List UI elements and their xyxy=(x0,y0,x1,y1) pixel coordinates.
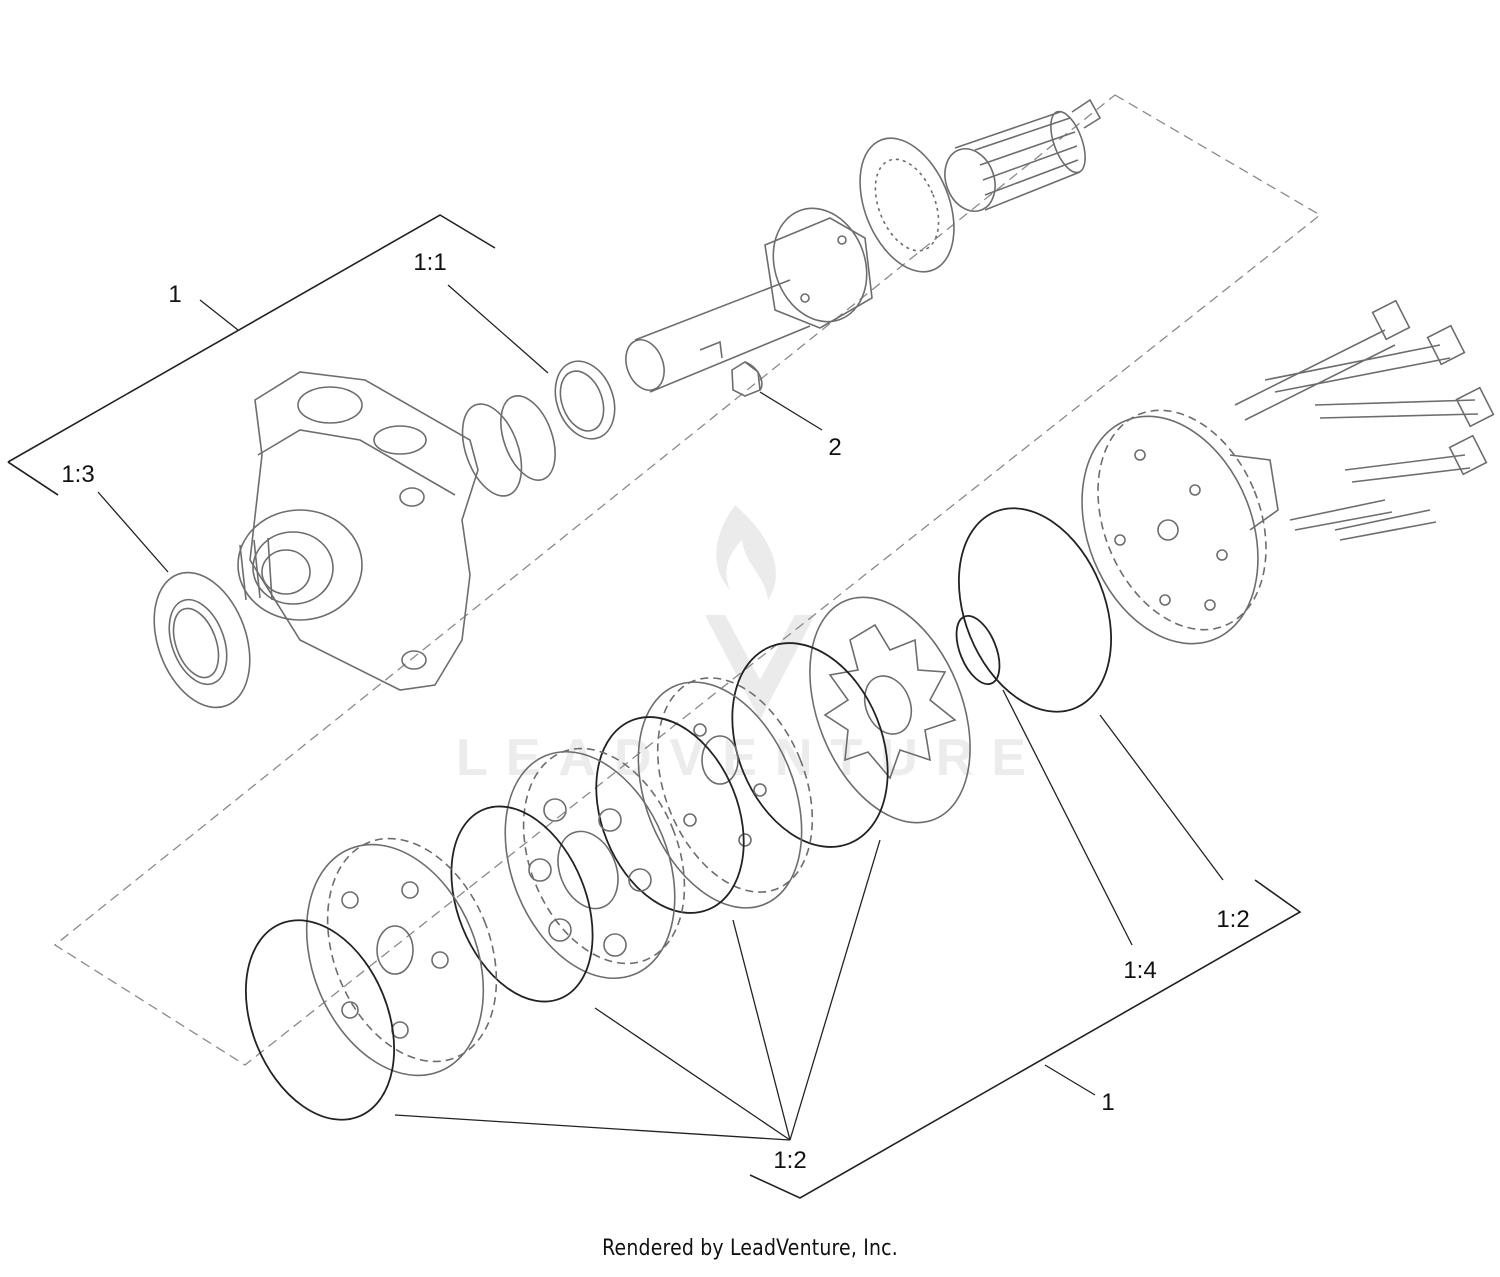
callout-assembly-bottom: 1 xyxy=(1101,1089,1114,1116)
o-ring-large-right xyxy=(958,507,1112,713)
callout-assembly-top: 1 xyxy=(168,281,181,308)
leader-assembly-top xyxy=(199,299,239,331)
watermark-text: LEADVENTURE xyxy=(456,729,1044,787)
render-credit: Rendered by LeadVenture, Inc. xyxy=(602,1236,898,1261)
thin-rings-upper xyxy=(461,395,556,497)
leaders-o-ring-group xyxy=(394,839,881,1141)
subassembly-dashed-boundary xyxy=(53,94,1322,1066)
o-ring-small-1-4 xyxy=(955,615,1001,685)
o-ring-middle-upper xyxy=(731,642,889,848)
callout-o-ring-large-right: 1:2 xyxy=(1216,906,1249,933)
callout-key-2: 2 xyxy=(828,434,841,461)
leader-seal-1-1 xyxy=(447,284,549,374)
watermark: LEADVENTURE xyxy=(456,505,1044,787)
leader-washer-1-3 xyxy=(97,491,169,573)
drive-spline xyxy=(944,98,1102,212)
callout-washer-1-3: 1:3 xyxy=(61,461,94,488)
leader-o-ring-small xyxy=(1002,689,1133,946)
callout-o-ring-group: 1:2 xyxy=(773,1147,806,1174)
flame-logo-icon xyxy=(705,505,815,720)
leader-o-ring-large-right xyxy=(1099,714,1224,881)
leader-assembly-bottom xyxy=(1044,1064,1096,1096)
cap-screws xyxy=(1234,299,1495,541)
end-cover xyxy=(1081,409,1279,645)
callout-seal-1-1: 1:1 xyxy=(413,249,446,276)
o-ring-lower-middle xyxy=(450,805,594,1003)
needle-bearing xyxy=(859,137,955,273)
o-ring-front xyxy=(244,919,396,1121)
motor-housing xyxy=(237,371,479,691)
valve-plate xyxy=(637,677,814,909)
bracket-assembly-bottom xyxy=(749,879,1302,1199)
commutator-plate xyxy=(504,747,686,980)
washer-1-3 xyxy=(153,571,251,709)
callout-o-ring-small: 1:4 xyxy=(1123,957,1156,984)
leader-key-2 xyxy=(759,391,823,431)
shaft-seal-1-1 xyxy=(554,360,616,440)
output-shaft xyxy=(625,207,873,393)
woodruff-key-2 xyxy=(731,361,763,397)
gerotor-plate xyxy=(809,596,971,824)
manifold-plate xyxy=(305,837,498,1077)
o-ring-middle xyxy=(595,716,745,914)
